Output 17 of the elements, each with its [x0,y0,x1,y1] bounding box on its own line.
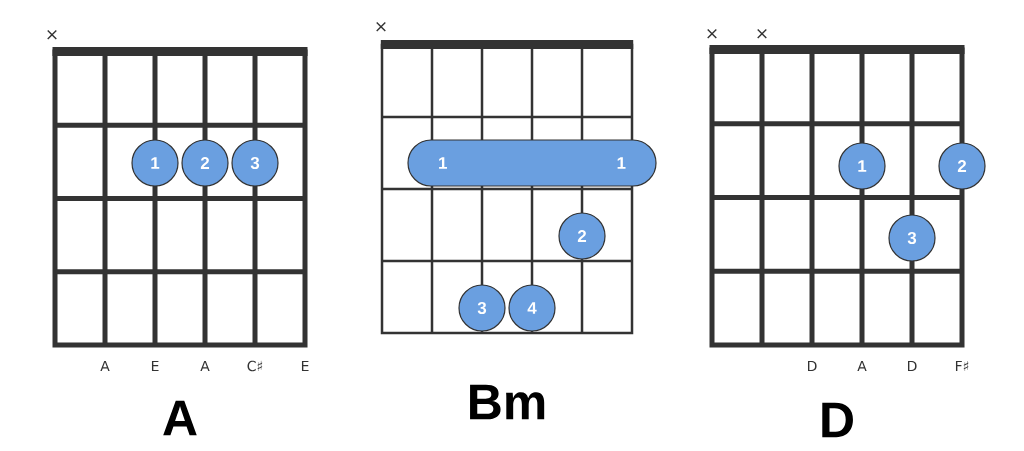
note-name: A [100,360,110,372]
note-name: D [908,360,917,372]
note-name: E [151,360,159,372]
note-name: F♯ [956,360,969,372]
muted-string-mark: × [47,29,57,40]
muted-string-mark: × [707,28,717,39]
note-name: D [808,360,817,372]
chord-name: D [822,402,853,438]
muted-string-mark: × [376,21,386,32]
note-name: A [200,360,210,372]
note-name: C♯ [247,360,263,372]
muted-string-mark: × [757,28,767,39]
note-name: E [301,360,309,372]
chord-name: A [163,400,197,436]
chord-name: Bm [470,384,545,420]
note-name: A [857,360,867,372]
barre-bar: 1 1 [407,139,657,187]
